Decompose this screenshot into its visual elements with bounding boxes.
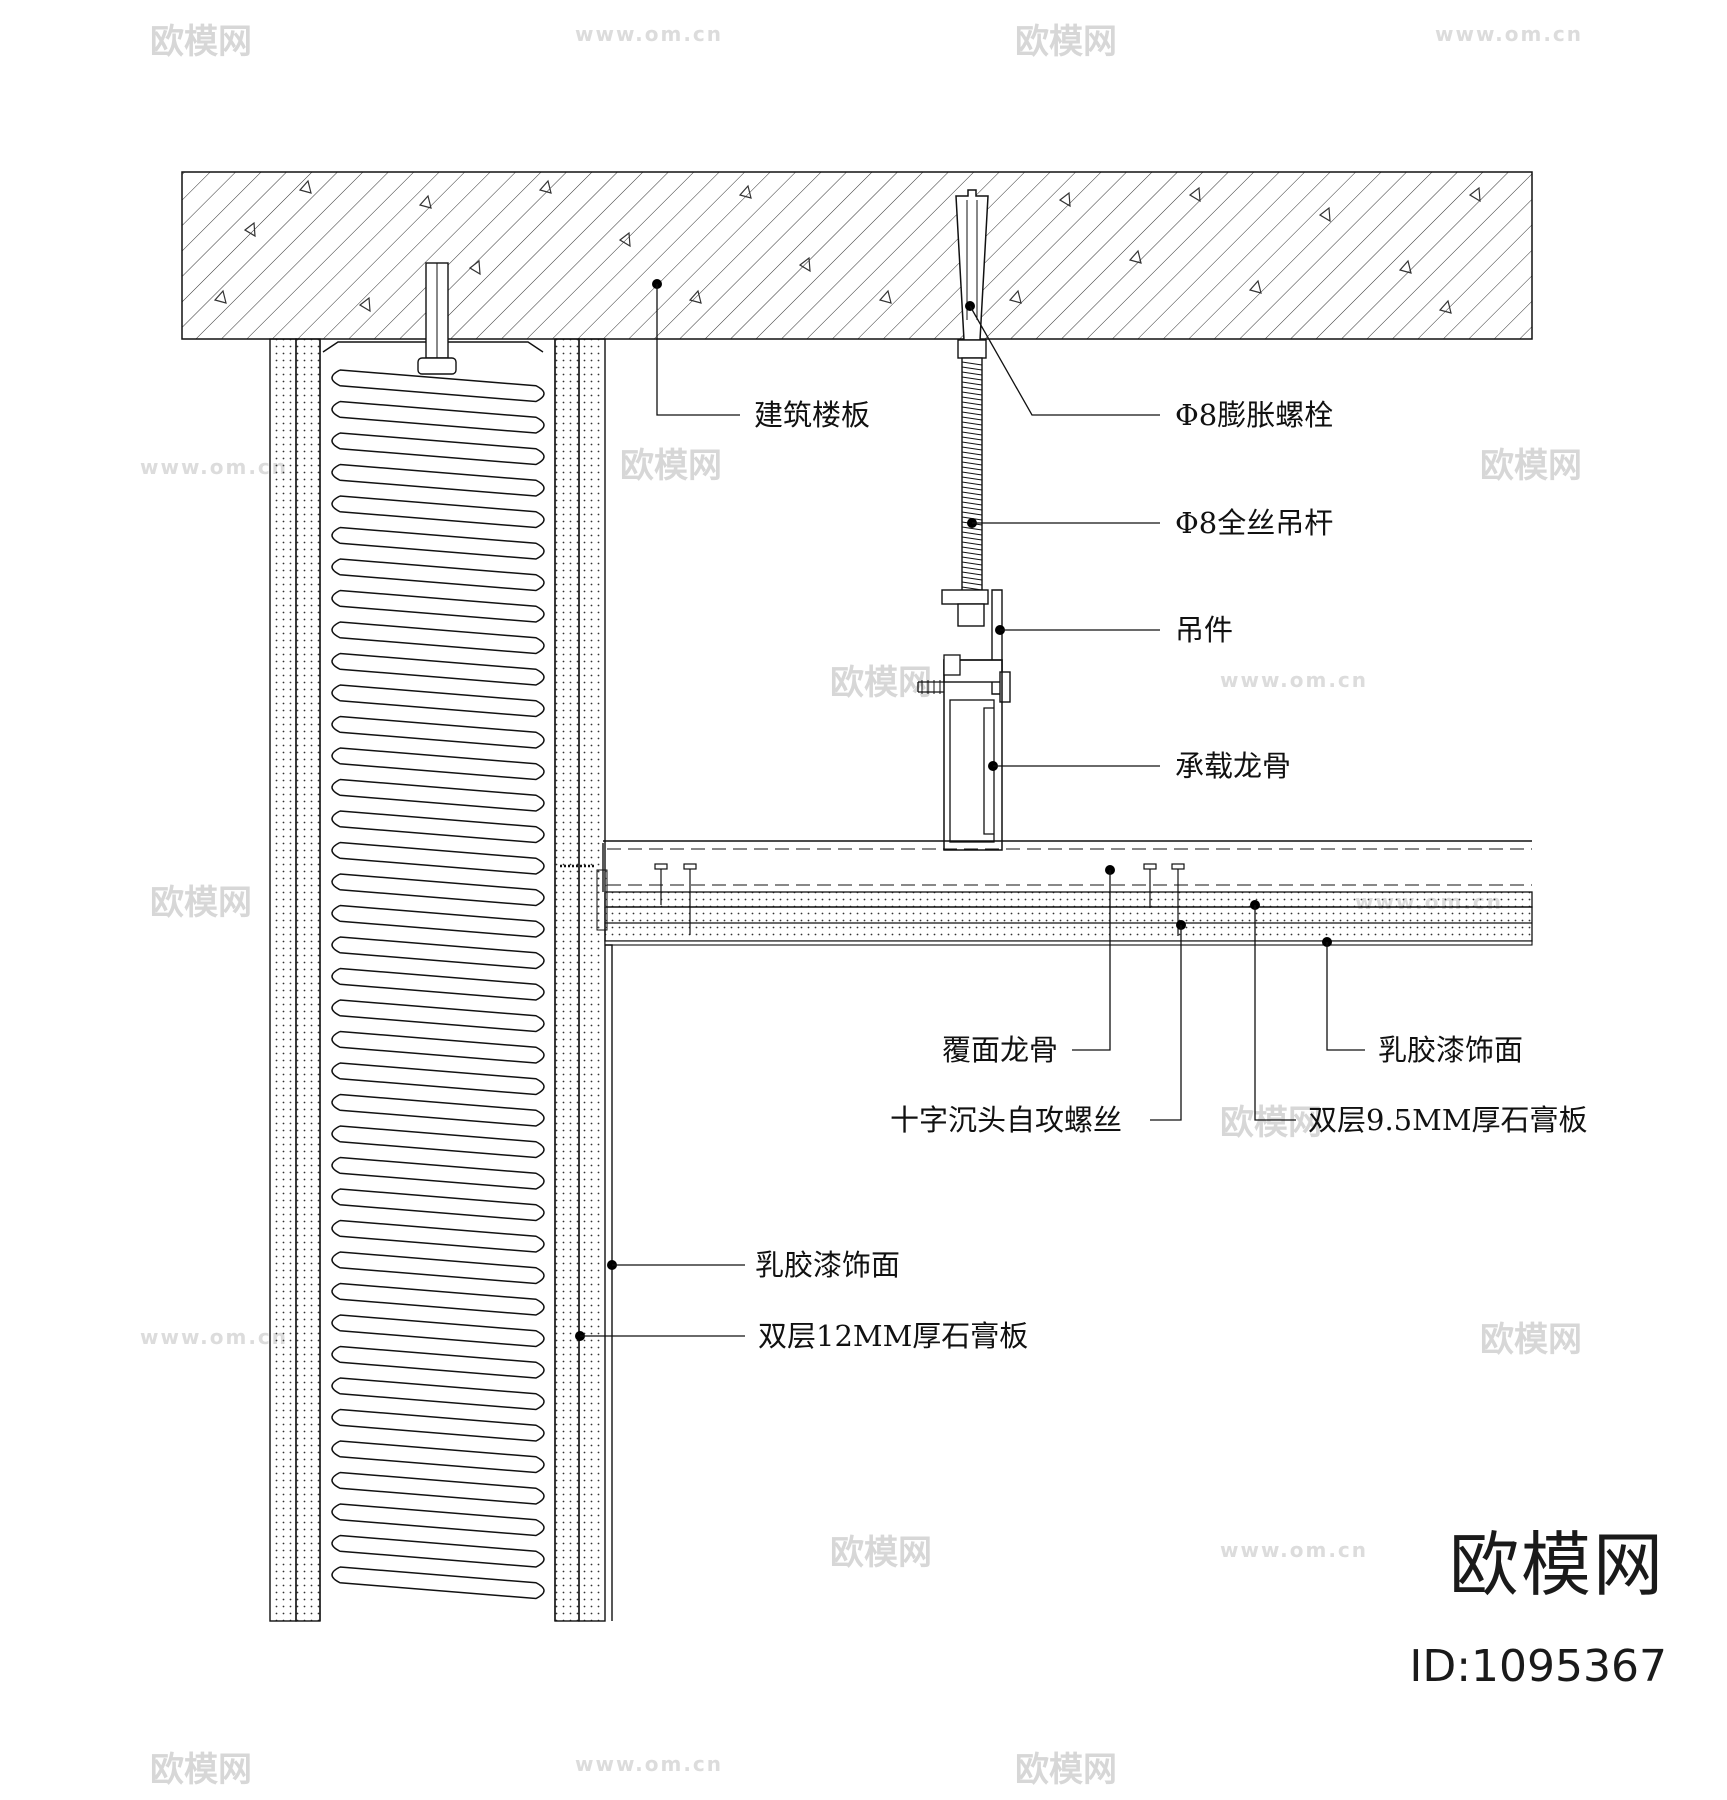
label-wall-board: 双层12MM厚石膏板 [758,1319,1028,1353]
threaded-rod [961,357,983,599]
label-threaded-rod: Φ8全丝吊杆 [1175,506,1333,540]
brand-logo: 欧模网 [1449,1524,1665,1606]
label-expansion-bolt: Φ8膨胀螺栓 [1175,398,1333,432]
expansion-bolt [955,189,989,359]
ceiling-assembly [596,840,1533,1621]
partition-wall [269,262,606,1622]
label-hanger: 吊件 [1175,613,1233,647]
label-cover-channel: 覆面龙骨 [942,1033,1058,1067]
main-channel [943,654,1003,851]
leader-lines [575,279,1365,1341]
label-wall-finish: 乳胶漆饰面 [755,1248,900,1282]
brand-id: ID:1095367 [1409,1641,1667,1692]
label-ceiling-finish: 乳胶漆饰面 [1378,1033,1523,1067]
hanger [917,589,1011,703]
label-main-channel: 承载龙骨 [1175,749,1291,783]
label-screw: 十字沉头自攻螺丝 [890,1103,1122,1137]
label-ceiling-board: 双层9.5MM厚石膏板 [1308,1103,1588,1137]
floor-slab [181,171,1533,340]
self-tapping-screws [560,863,1185,936]
label-floor-slab: 建筑楼板 [754,398,870,432]
